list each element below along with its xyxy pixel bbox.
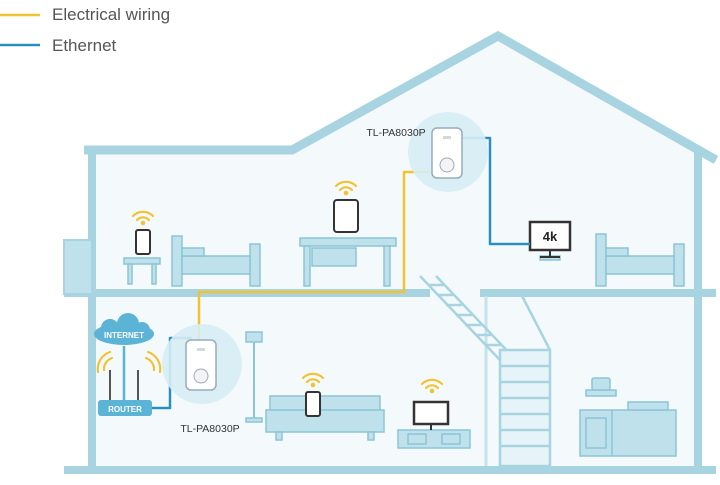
router-wifi-right-icon: [144, 350, 162, 374]
router-label: ROUTER: [108, 405, 142, 414]
tv-4k-label: 4k: [543, 229, 558, 244]
wifi-signals: [96, 180, 444, 394]
router-wifi-left-icon: [96, 350, 114, 374]
bed-upstairs-right: [595, 233, 685, 287]
legend: Electrical wiring Ethernet: [0, 5, 170, 55]
bed-upstairs-left: [171, 235, 261, 287]
upstairs-furniture: [123, 233, 685, 287]
phone-icon: [135, 229, 151, 255]
downstairs-devices: [305, 377, 611, 430]
wifi-icon: [420, 378, 444, 394]
adapter-icon: [431, 127, 463, 179]
tv-4k-icon: 4k: [528, 220, 572, 258]
internet-label: INTERNET: [104, 331, 144, 340]
adapter-upstairs-label: TL-PA8030P: [366, 127, 425, 139]
roof-outline: [84, 30, 719, 164]
internet-router-group: INTERNET ROUTER: [94, 313, 154, 416]
downstairs-furniture: [245, 331, 677, 457]
bedside-table-left: [123, 257, 161, 265]
wifi-icon: [131, 210, 155, 226]
powerline-adapter-upstairs: TL-PA8030P: [366, 112, 488, 192]
electrical-wiring-path: [197, 170, 430, 340]
sofa: [265, 395, 385, 441]
phone-icon: [305, 391, 321, 417]
cooking-pot-icon: [591, 377, 611, 391]
internet-cloud-icon: INTERNET: [94, 313, 154, 345]
powerline-adapter-downstairs: TL-PA8030P: [162, 324, 242, 435]
electrical-wiring-legend-label: Electrical wiring: [52, 5, 170, 24]
adapter-downstairs-label: TL-PA8030P: [180, 423, 239, 435]
kitchen-counter: [579, 389, 677, 457]
wifi-icon: [301, 372, 325, 388]
upstairs-devices: 4k: [135, 199, 572, 258]
tablet-icon: [333, 199, 359, 233]
tv-icon: [412, 400, 450, 430]
ethernet-legend-label: Ethernet: [52, 36, 117, 55]
tv-cabinet: [397, 429, 471, 449]
desk: [299, 237, 397, 287]
adapter-icon: [185, 339, 217, 391]
wifi-icon: [334, 180, 358, 196]
side-chimney: [63, 239, 93, 295]
staircase: [419, 275, 552, 468]
router-icon: ROUTER: [98, 370, 152, 416]
floor-lamp: [245, 331, 263, 423]
